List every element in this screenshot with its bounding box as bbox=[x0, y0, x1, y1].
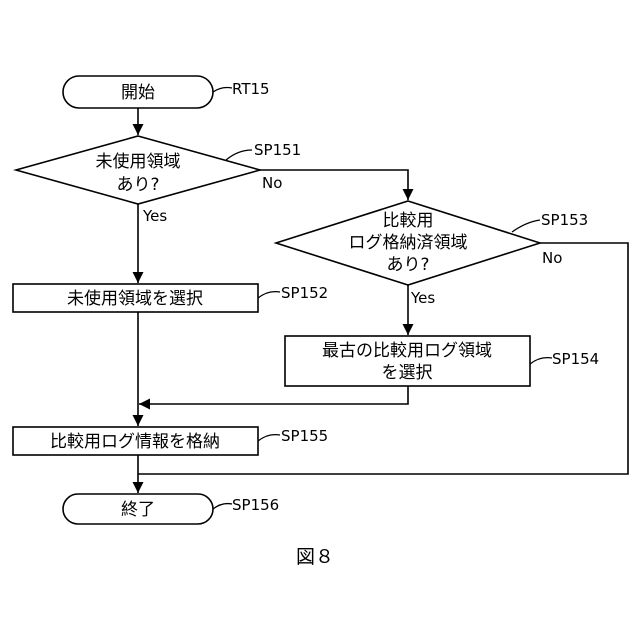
process-select-oldest-line2: を選択 bbox=[382, 363, 433, 383]
process-store-log: 比較用ログ情報を格納 bbox=[13, 427, 258, 455]
decision-unused-area: 未使用領域 あり? bbox=[16, 136, 260, 204]
decision-stored-line1: 比較用 bbox=[383, 211, 434, 231]
label-dec1-yes: Yes bbox=[142, 207, 167, 225]
leader-sp154 bbox=[530, 358, 552, 364]
start-label: 開始 bbox=[121, 83, 155, 103]
ref-sp151: SP151 bbox=[254, 141, 301, 159]
ref-sp154: SP154 bbox=[552, 350, 599, 368]
ref-sp152: SP152 bbox=[281, 284, 328, 302]
ref-sp156: SP156 bbox=[232, 496, 279, 514]
ref-sp153: SP153 bbox=[541, 211, 588, 229]
label-dec2-no: No bbox=[542, 249, 562, 267]
leader-rt15 bbox=[213, 88, 232, 93]
decision-unused-line2: あり? bbox=[116, 175, 159, 195]
edge-oldest-merge bbox=[139, 386, 408, 404]
leader-sp152 bbox=[258, 292, 280, 298]
leader-sp153 bbox=[512, 220, 540, 232]
decision-stored-line2: ログ格納済領域 bbox=[349, 233, 468, 253]
decision-stored-line3: あり? bbox=[386, 255, 429, 275]
label-dec2-yes: Yes bbox=[410, 289, 435, 307]
start-terminal: 開始 bbox=[63, 76, 213, 108]
ref-rt15: RT15 bbox=[232, 80, 270, 98]
leader-sp156 bbox=[213, 504, 232, 509]
decision-stored-area: 比較用 ログ格納済領域 あり? bbox=[276, 201, 540, 285]
process-select-oldest-line1: 最古の比較用ログ領域 bbox=[322, 341, 492, 361]
process-select-unused: 未使用領域を選択 bbox=[13, 284, 258, 312]
figure-caption: 図８ bbox=[296, 546, 334, 568]
end-terminal: 終了 bbox=[63, 494, 213, 524]
ref-sp155: SP155 bbox=[281, 427, 328, 445]
leader-sp155 bbox=[258, 435, 280, 441]
label-dec1-no: No bbox=[262, 174, 282, 192]
leader-sp151 bbox=[226, 150, 252, 160]
decision-unused-line1: 未使用領域 bbox=[96, 151, 181, 172]
process-store-log-label: 比較用ログ情報を格納 bbox=[50, 432, 220, 452]
process-select-oldest: 最古の比較用ログ領域 を選択 bbox=[285, 336, 530, 386]
end-label: 終了 bbox=[121, 500, 155, 520]
process-select-unused-label: 未使用領域を選択 bbox=[67, 288, 203, 309]
